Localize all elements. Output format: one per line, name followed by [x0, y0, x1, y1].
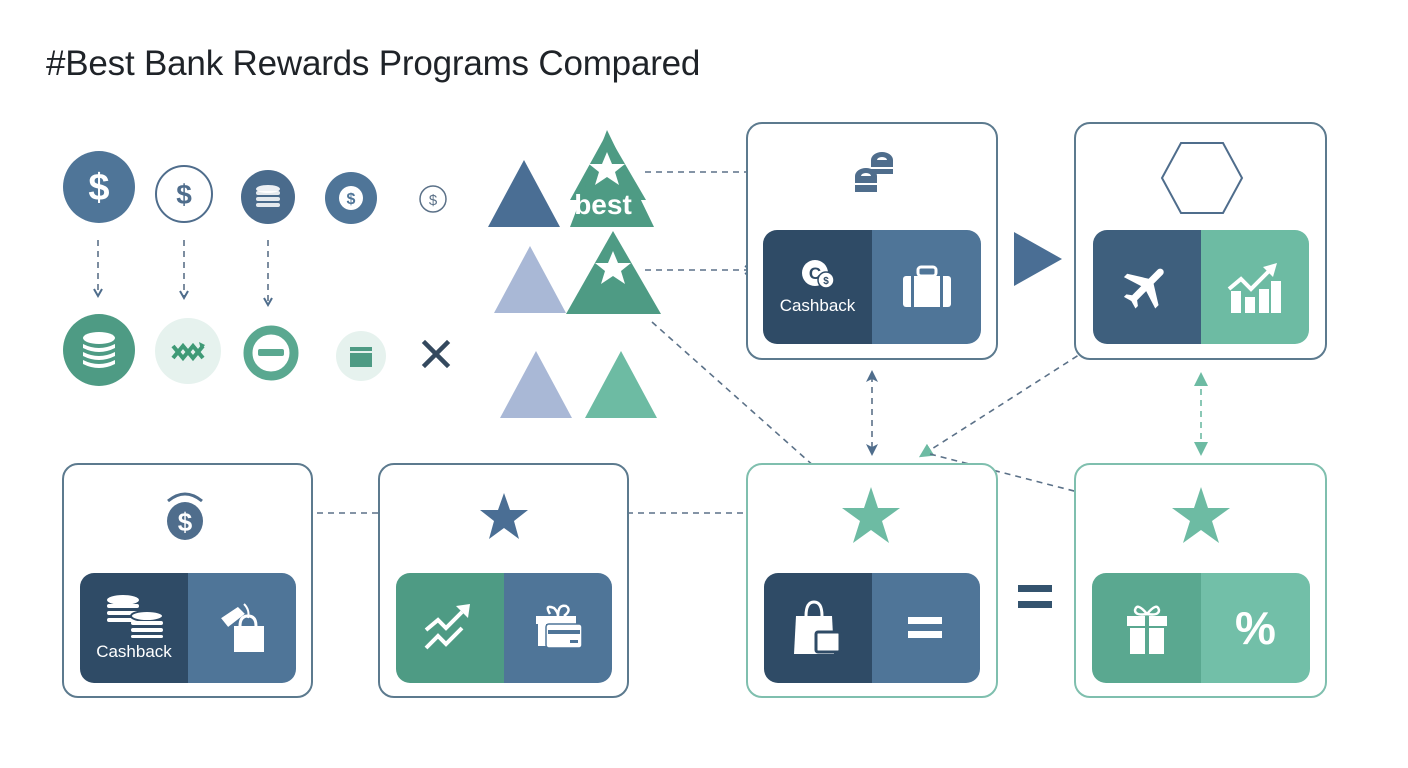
star-icon	[589, 152, 625, 185]
panel-right	[504, 573, 612, 683]
panel-left	[764, 573, 872, 683]
database-coins-icon	[63, 314, 135, 386]
percent-icon: %	[1235, 602, 1276, 654]
card-panel	[396, 573, 612, 683]
panel-right	[188, 573, 296, 683]
equals-icon	[908, 617, 942, 638]
panel-left: C $ Cashback	[763, 230, 872, 344]
triangle-lavender	[494, 246, 566, 313]
star-icon	[1172, 487, 1230, 543]
dollar-coin-small-icon: $	[325, 172, 377, 224]
svg-text:$: $	[176, 179, 192, 210]
gift-card-icon	[536, 604, 583, 649]
triangle-blue-dark	[488, 160, 560, 227]
svg-text:$: $	[178, 507, 193, 537]
svg-text:$: $	[429, 192, 438, 209]
exchange-arrows-icon	[155, 318, 221, 384]
cashback-label: Cashback	[96, 642, 172, 661]
page-title: #Best Bank Rewards Programs Compared	[46, 44, 701, 83]
coins-stack-icon	[107, 595, 164, 638]
coin-stacks-icon	[855, 152, 893, 192]
card-panel: %	[1092, 573, 1310, 683]
hexagon-outline-icon	[1160, 142, 1244, 214]
gift-icon	[1126, 605, 1167, 654]
dollar-outline-tiny-icon: $	[419, 185, 447, 213]
card-panel: C $ Cashback	[763, 230, 981, 344]
cashback-coin-icon: C $	[801, 260, 835, 289]
card-shopping-equal[interactable]	[746, 463, 998, 698]
card-cashback-travel[interactable]: C $ Cashback	[746, 122, 998, 360]
panel-left	[1092, 573, 1201, 683]
trend-up-icon	[424, 604, 470, 650]
dollar-circle-filled-icon: $	[63, 151, 135, 223]
triangle-lavender-bottom	[500, 351, 572, 418]
bar-chart-growth-icon	[1227, 263, 1281, 313]
panel-right	[872, 573, 980, 683]
panel-left	[1093, 230, 1201, 344]
airplane-icon	[1123, 268, 1164, 309]
triangle-light-green-bottom	[585, 351, 657, 418]
card-gift-percent[interactable]: %	[1074, 463, 1327, 698]
best-label: best	[574, 189, 632, 220]
svg-text:$: $	[347, 191, 356, 208]
minus-circle-icon	[243, 325, 299, 381]
shopping-bag-icon	[794, 600, 842, 654]
play-arrow-icon	[1014, 232, 1062, 286]
panel-left: Cashback	[80, 573, 188, 683]
card-panel	[1093, 230, 1309, 344]
card-panel: Cashback	[80, 573, 296, 683]
close-x-icon	[421, 339, 451, 369]
star-icon	[842, 487, 900, 543]
dollar-signal-icon: $	[167, 492, 203, 540]
card-growth-gift-card[interactable]	[378, 463, 629, 698]
card-cashback-shopping[interactable]: $ Cashback	[62, 463, 313, 698]
money-bag-icon	[218, 603, 264, 652]
panel-left	[396, 573, 504, 683]
coin-stack-circle-icon	[241, 170, 295, 224]
svg-text:$: $	[823, 276, 829, 287]
equals-icon	[1018, 585, 1052, 608]
panel-right	[872, 230, 981, 344]
dollar-circle-outline-icon: $	[155, 165, 213, 223]
briefcase-icon	[902, 265, 951, 307]
panel-right: %	[1201, 573, 1310, 683]
triangles-group: best	[488, 130, 661, 418]
cashback-label: Cashback	[779, 296, 856, 315]
card-panel	[764, 573, 980, 683]
svg-text:$: $	[88, 167, 109, 209]
card-travel-growth[interactable]	[1074, 122, 1327, 360]
star-icon	[480, 493, 528, 539]
window-card-icon	[336, 331, 386, 381]
panel-right	[1201, 230, 1309, 344]
